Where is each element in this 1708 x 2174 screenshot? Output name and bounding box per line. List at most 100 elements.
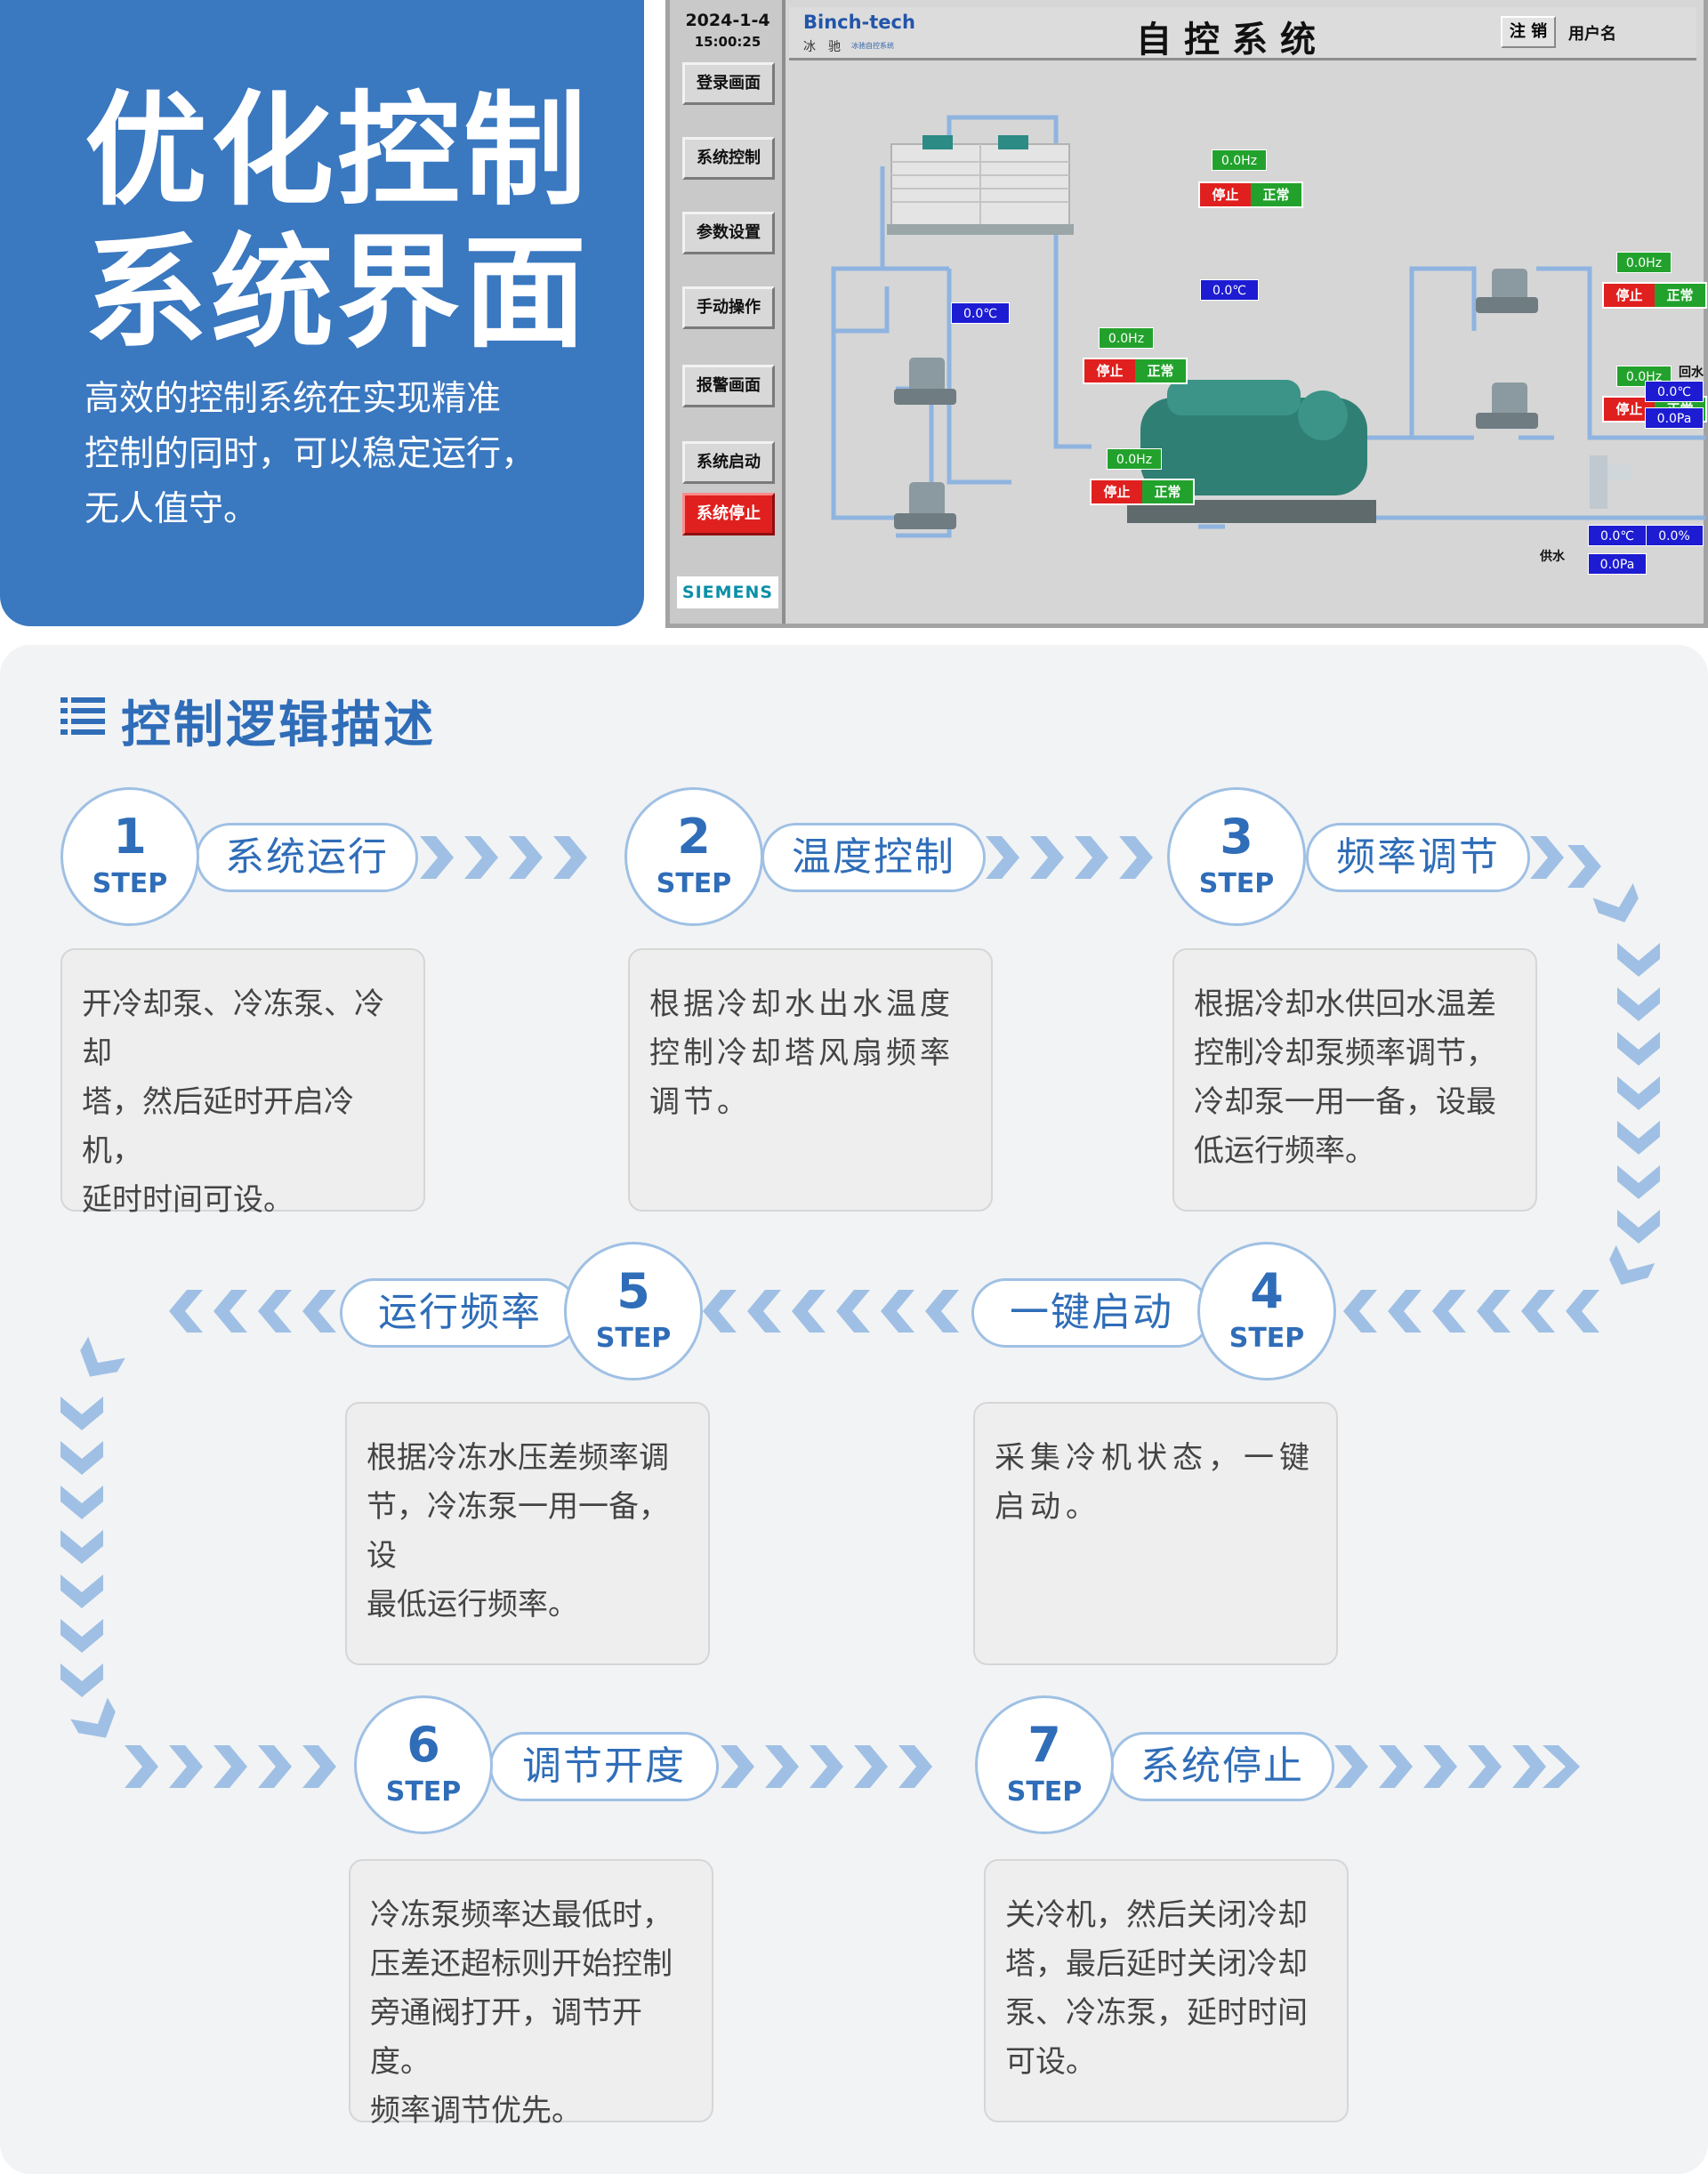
hmi-time: 15:00:25: [694, 34, 761, 50]
step-word: STEP: [92, 868, 168, 899]
step4-badge: 4 STEP: [1197, 1242, 1336, 1381]
alarm-screen-button[interactable]: 报警画面: [682, 365, 775, 407]
hero-panel: 优化控制 系统界面 高效的控制系统在实现精准 控制的同时，可以稳定运行， 无人值…: [0, 0, 644, 626]
valve-icon: [1590, 455, 1632, 509]
normal-status: 正常: [1135, 359, 1186, 382]
desc-line: 关冷机，然后关闭冷却: [1005, 1897, 1308, 1933]
hero-description: 高效的控制系统在实现精准 控制的同时，可以稳定运行， 无人值守。: [85, 372, 600, 537]
desc-line: 启动。: [995, 1489, 1101, 1525]
username-label: 用户名: [1568, 25, 1616, 44]
parameter-settings-button[interactable]: 参数设置: [682, 212, 775, 254]
brand-tagline: 冰驰自控系统: [851, 42, 894, 50]
step7-label: 系统停止: [1110, 1732, 1334, 1801]
step7-description: 关冷机，然后关闭冷却 塔，最后延时关闭冷却 泵、冷冻泵，延时时间 可设。: [984, 1859, 1349, 2122]
stop-status: 停止: [1200, 183, 1251, 206]
step2-description: 根据冷却水出水温度 控制冷却塔风扇频率 调节。: [628, 948, 993, 1212]
pump3-frequency-readout: 0.0Hz: [1616, 252, 1672, 273]
hmi-title: 自控系统: [1136, 20, 1328, 60]
step-number: 7: [1027, 1717, 1061, 1773]
desc-line: 频率调节优先。: [370, 2093, 582, 2129]
desc-line: 冷冻泵频率达最低时，: [370, 1897, 673, 1933]
hero-title-line2: 系统界面: [85, 221, 591, 365]
hmi-date: 2024-1-4: [685, 11, 770, 30]
desc-line: 采集冷机状态，一键: [995, 1440, 1315, 1476]
logout-button[interactable]: 注 销: [1501, 16, 1556, 48]
step6-label: 调节开度: [489, 1732, 719, 1801]
desc-line: 可设。: [1005, 2044, 1096, 2080]
fan-status-indicator: 停止 正常: [1198, 181, 1303, 208]
hero-title-line1: 优化控制: [85, 79, 591, 222]
supply-pressure-readout: 0.0Pa: [1588, 553, 1647, 575]
step-word: STEP: [1006, 1776, 1083, 1808]
step-word: STEP: [1229, 1323, 1305, 1354]
hmi-sidebar: 2024-1-4 15:00:25 登录画面 系统控制 参数设置 手动操作 报警…: [670, 0, 786, 624]
supply-temp-readout: 0.0℃: [1200, 279, 1259, 301]
system-start-button[interactable]: 系统启动: [682, 441, 775, 484]
pump1-status-indicator: 停止 正常: [1083, 358, 1188, 384]
step-number: 5: [616, 1263, 650, 1319]
process-pipes: [831, 115, 1705, 538]
step1-label: 系统运行: [196, 823, 418, 892]
stop-status: 停止: [1092, 480, 1142, 503]
cooling-tower-icon: [887, 135, 1074, 235]
hmi-screen: 2024-1-4 15:00:25 登录画面 系统控制 参数设置 手动操作 报警…: [665, 0, 1708, 628]
desc-line: 根据冷冻水压差频率调: [367, 1440, 669, 1476]
desc-line: 延时时间可设。: [82, 1182, 294, 1218]
desc-line: 旁通阀打开，调节开度。: [370, 1995, 642, 2080]
step1-description: 开冷却泵、冷冻泵、冷却 塔，然后延时开启冷机， 延时时间可设。: [60, 948, 425, 1218]
desc-line: 低运行频率。: [1194, 1133, 1375, 1169]
supply-temp2-readout: 0.0℃: [1588, 525, 1647, 546]
hmi-header: Binch-tech 冰 驰 冰驰自控系统 自控系统 注 销 用户名: [789, 7, 1696, 60]
hero-desc-line1: 高效的控制系统在实现精准: [85, 379, 502, 419]
system-stop-button[interactable]: 系统停止: [682, 493, 775, 535]
valve-opening-readout: 0.0%: [1645, 525, 1704, 546]
step-number: 4: [1250, 1263, 1284, 1319]
fan-frequency-readout: 0.0Hz: [1212, 149, 1267, 171]
system-control-button[interactable]: 系统控制: [682, 137, 775, 180]
hmi-process-diagram: 0.0Hz 停止 正常 0.0℃ 0.0℃ 0.0Hz 停止 正常 0.0Hz …: [789, 64, 1707, 616]
desc-line: 泵、冷冻泵，延时时间: [1005, 1995, 1308, 2031]
desc-line: 冷却泵一用一备，设最: [1194, 1084, 1496, 1120]
step3-label: 频率调节: [1306, 823, 1530, 892]
manual-operation-button[interactable]: 手动操作: [682, 286, 775, 329]
desc-line: 控制冷却泵频率调节，: [1194, 1035, 1496, 1071]
supply-water-label: 供水: [1540, 550, 1565, 564]
desc-line: 根据冷却水供回水温差: [1194, 986, 1496, 1022]
desc-line: 最低运行频率。: [367, 1587, 578, 1622]
step5-label: 运行频率: [340, 1278, 580, 1348]
desc-line: 开冷却泵、冷冻泵、冷却: [82, 986, 384, 1071]
return-water-label: 回水: [1679, 366, 1704, 380]
login-screen-button[interactable]: 登录画面: [682, 62, 775, 105]
step2-label: 温度控制: [761, 823, 986, 892]
normal-status: 正常: [1251, 183, 1301, 206]
desc-line: 调节。: [649, 1084, 751, 1120]
step4-label: 一键启动: [971, 1278, 1212, 1348]
hero-title: 优化控制 系统界面: [85, 80, 590, 365]
normal-status: 正常: [1142, 480, 1193, 503]
normal-status: 正常: [1655, 284, 1705, 307]
desc-line: 塔，最后延时关闭冷却: [1005, 1946, 1308, 1982]
step-word: STEP: [595, 1323, 672, 1354]
desc-line: 控制冷却塔风扇频率: [649, 1035, 954, 1071]
list-icon: [60, 696, 105, 735]
section-title: 控制逻辑描述: [121, 696, 436, 754]
step5-badge: 5 STEP: [564, 1242, 703, 1381]
step-number: 2: [677, 809, 711, 865]
step-word: STEP: [385, 1776, 462, 1808]
step5-description: 根据冷冻水压差频率调 节，冷冻泵一用一备，设 最低运行频率。: [345, 1402, 710, 1665]
pump-icon: [894, 269, 1538, 529]
desc-line: 节，冷冻泵一用一备，设: [367, 1489, 669, 1574]
step6-description: 冷冻泵频率达最低时， 压差还超标则开始控制 旁通阀打开，调节开度。 频率调节优先…: [349, 1859, 713, 2129]
brand-logo: Binch-tech: [803, 12, 915, 33]
return-temp-readout: 0.0℃: [1645, 381, 1704, 402]
step3-badge: 3 STEP: [1167, 787, 1306, 926]
pump1-frequency-readout: 0.0Hz: [1099, 327, 1154, 349]
desc-line: 压差还超标则开始控制: [370, 1946, 673, 1982]
pump3-status-indicator: 停止 正常: [1602, 282, 1707, 309]
hero-desc-line2: 控制的同时，可以稳定运行，: [85, 434, 536, 474]
control-logic-section: [0, 645, 1708, 2174]
siemens-logo: SIEMENS: [677, 576, 778, 608]
step6-badge: 6 STEP: [354, 1695, 493, 1834]
step-number: 1: [113, 809, 147, 865]
